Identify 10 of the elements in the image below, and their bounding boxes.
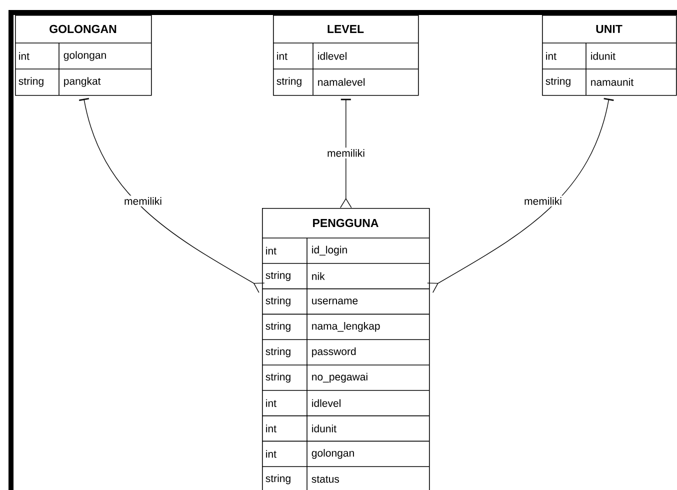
entity-table: LEVEL int idlevel string namalevel: [272, 15, 419, 96]
entity-table: GOLONGAN int golongan string pangkat: [14, 15, 152, 96]
relationship-line: [78, 98, 265, 293]
edge-label: memiliki: [522, 196, 564, 206]
edge-label: memiliki: [122, 196, 164, 206]
relationship-line: [427, 98, 614, 293]
relationship-line: [340, 98, 352, 208]
edge-label: memiliki: [326, 148, 366, 158]
entity-table: UNIT int idunit string namaunit: [542, 15, 677, 96]
entity-table: PENGGUNA int id_login string nik string username string nama_lengkap string password string no_pegawai int idlevel int idunit int golongan string status: [262, 208, 430, 490]
